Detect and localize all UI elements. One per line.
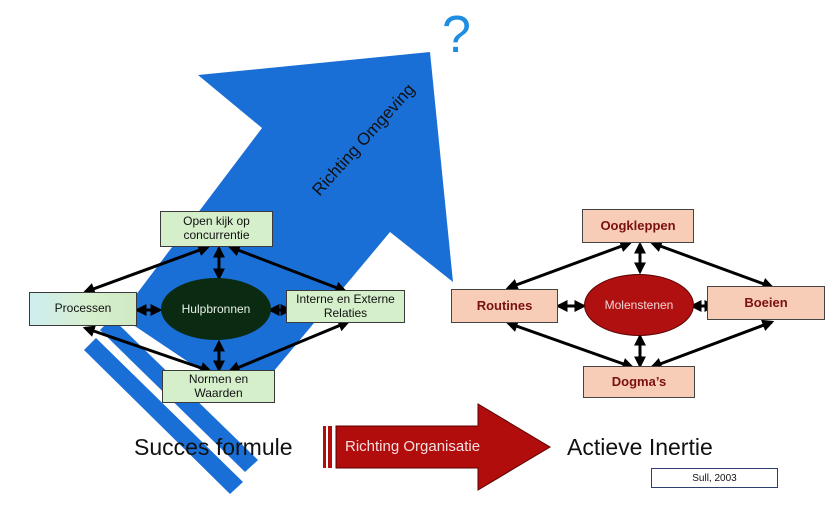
red-arrow-label: Richting Organisatie xyxy=(345,438,481,455)
node-processen: Processen xyxy=(29,292,137,326)
node-routines: Routines xyxy=(451,289,558,323)
node-processen-label: Processen xyxy=(54,301,112,316)
node-relaties-label: Interne en Externe Relaties xyxy=(296,291,395,320)
question-mark: ? xyxy=(442,6,471,64)
node-relaties: Interne en Externe Relaties xyxy=(286,290,405,323)
hub-molenstenen-label: Molenstenen xyxy=(604,298,674,312)
right-model-connectors xyxy=(505,240,775,370)
node-open-kijk: Open kijk op concurrentie xyxy=(160,211,273,247)
hub-molenstenen: Molenstenen xyxy=(584,274,694,336)
hub-hulpbronnen: Hulpbronnen xyxy=(161,278,271,340)
blue-arrow-stripe-outer xyxy=(84,338,243,494)
caption-actieve-inertie: Actieve Inertie xyxy=(567,434,713,460)
node-dogmas-label: Dogma’s xyxy=(611,373,667,389)
red-arrow-stripe-1 xyxy=(323,426,326,468)
node-dogmas: Dogma’s xyxy=(583,366,695,398)
red-arrow-stripe-2 xyxy=(328,426,332,468)
node-open-kijk-label: Open kijk op concurrentie xyxy=(183,214,250,242)
caption-succes-formule: Succes formule xyxy=(134,434,293,460)
node-normen: Normen en Waarden xyxy=(162,370,275,403)
node-routines-label: Routines xyxy=(476,297,533,313)
left-model-connectors xyxy=(82,244,351,374)
hub-hulpbronnen-label: Hulpbronnen xyxy=(181,302,251,316)
citation: Sull, 2003 xyxy=(651,468,778,488)
node-boeien-label: Boeien xyxy=(744,294,788,310)
node-oogkleppen: Oogkleppen xyxy=(582,209,694,243)
node-boeien: Boeien xyxy=(707,286,825,320)
red-arrow xyxy=(335,403,551,491)
node-normen-label: Normen en Waarden xyxy=(188,371,249,400)
node-oogkleppen-label: Oogkleppen xyxy=(600,217,676,233)
